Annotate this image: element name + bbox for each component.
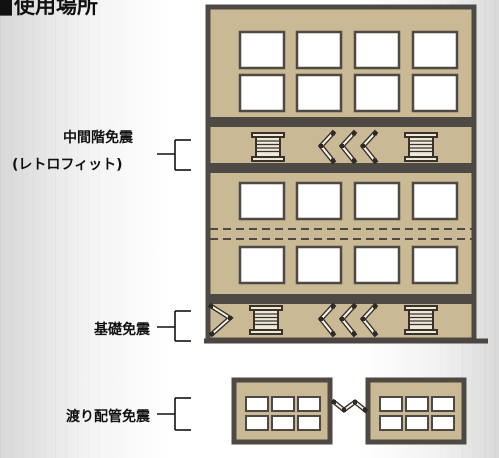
window [405,396,429,412]
window [238,73,286,113]
mid-story-bottom-plate [208,163,474,173]
window [295,30,343,70]
seismic-isolator-icon [404,305,438,335]
window [245,415,269,431]
seismic-isolator-icon [249,305,283,335]
window [238,30,286,70]
section-heading-marker: ■ [0,0,14,18]
window [353,73,401,113]
window [431,396,455,412]
section-heading: ■ 使用場所 [0,0,98,18]
window [238,245,286,285]
middle-window-grid [238,181,459,285]
window [405,415,429,431]
mid-story-top-plate [208,117,474,127]
window [271,396,295,412]
seismic-isolator-icon [251,132,285,162]
window [431,415,455,431]
window [353,30,401,70]
window [295,181,343,221]
label-mid-story-line2: (レトロフィット) [12,157,123,173]
joint-node [210,332,214,336]
window [379,396,403,412]
building-base-plate [208,294,474,304]
window [411,73,459,113]
window [411,181,459,221]
label-group: 中間階免震 (レトロフィット) 基礎免震 渡り配管免震 [12,129,151,425]
window [297,396,321,412]
foundation-isolation-layer [207,304,438,336]
label-mid-story-line1: 中間階免震 [63,129,134,146]
window [353,245,401,285]
upper-window-grid [238,30,459,113]
joint-node [228,316,232,320]
window [411,245,459,285]
window [295,73,343,113]
window [379,415,403,431]
window [297,415,321,431]
zigzag-joint-icon [332,400,367,412]
window [295,245,343,285]
window [238,181,286,221]
piping-isolation-diagram [231,377,467,445]
bracket-group [157,139,191,431]
joint-node [209,304,213,308]
window [245,396,269,412]
label-foundation: 基礎免震 [94,321,151,338]
label-piping: 渡り配管免震 [66,408,151,425]
section-heading-title: 使用場所 [13,0,98,18]
window [353,181,401,221]
window [271,415,295,431]
seismic-isolator-icon [404,132,438,162]
main-building [204,4,488,344]
window [411,30,459,70]
